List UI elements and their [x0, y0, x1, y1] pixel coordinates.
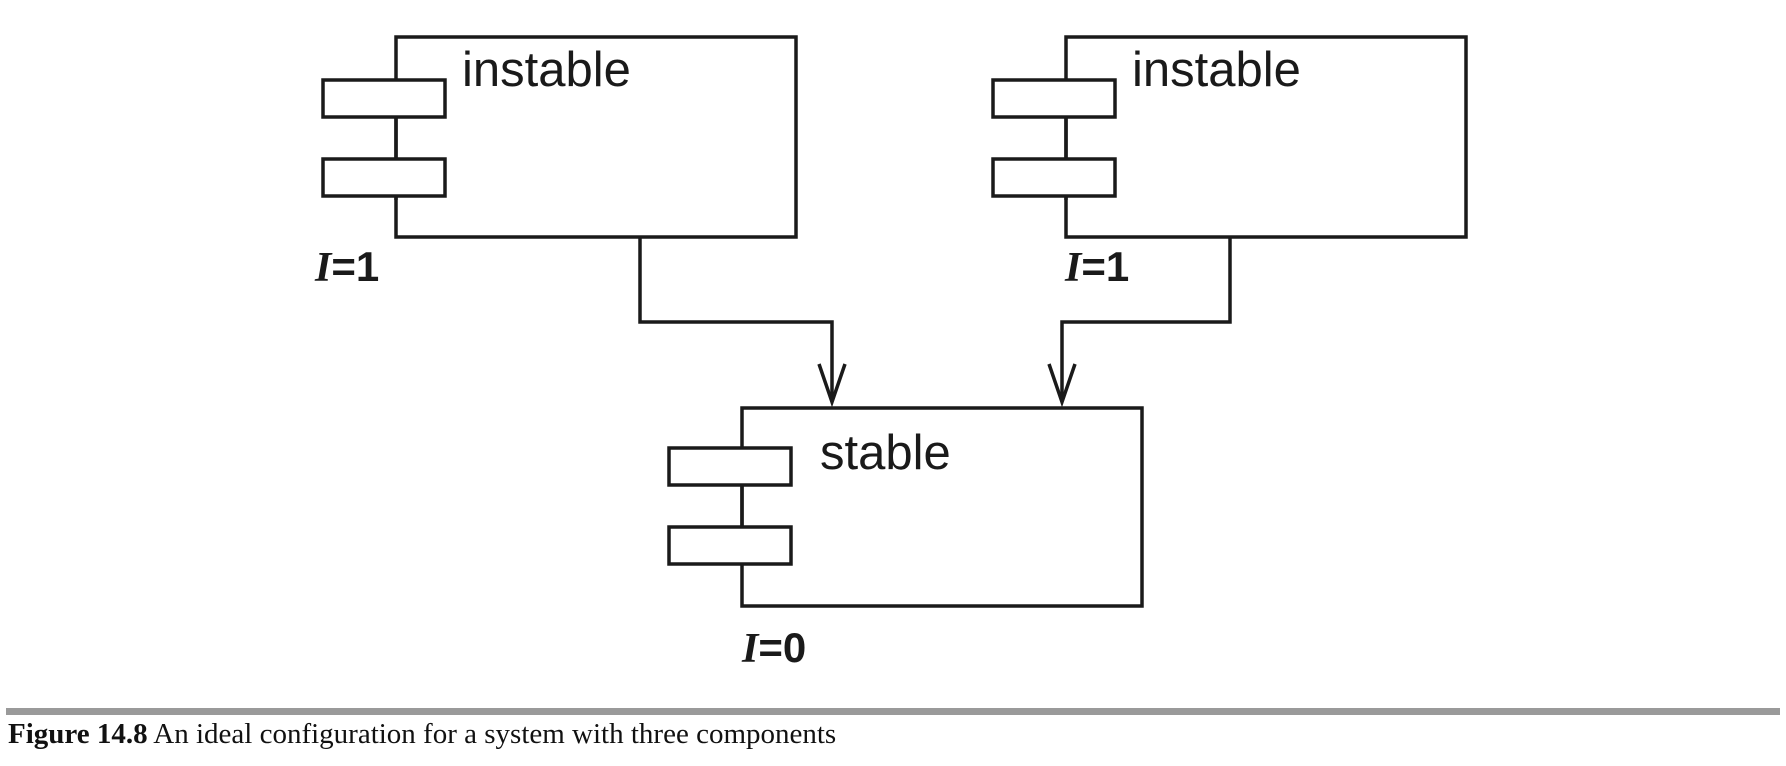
component-left-name: instable — [462, 43, 631, 97]
dependency-left-to-bottom — [638, 237, 847, 408]
component-right-instability-symbol: I — [1064, 245, 1083, 291]
figure-label: Figure 14.8 — [8, 718, 148, 750]
component-right-body — [1064, 35, 1468, 239]
component-left-body — [394, 35, 798, 239]
component-bottom-instability-value: =0 — [758, 624, 806, 671]
dependency-left-line — [638, 237, 834, 400]
component-bottom-instability: I=0 — [741, 624, 806, 672]
component-diagram: instable I=1 instable I=1 stable I=0 — [314, 35, 1468, 672]
component-bottom-instability-symbol: I — [741, 626, 760, 672]
component-right-name: instable — [1132, 43, 1301, 97]
figure-caption: Figure 14.8 An ideal configuration for a… — [8, 718, 836, 751]
figure-caption-text: An ideal configuration for a system with… — [153, 718, 837, 750]
component-left-instability-symbol: I — [314, 245, 333, 291]
component-left: instable I=1 — [314, 35, 798, 291]
component-bottom: stable I=0 — [667, 406, 1144, 672]
dependency-right-arrowhead — [1047, 363, 1077, 408]
component-bottom-body — [740, 406, 1144, 608]
component-left-port-top — [321, 78, 447, 119]
component-bottom-port-bottom — [667, 525, 793, 566]
component-right-instability-value: =1 — [1081, 243, 1129, 290]
component-right-port-bottom — [991, 157, 1117, 198]
component-bottom-port-top — [667, 446, 793, 487]
component-left-port-bottom — [321, 157, 447, 198]
component-right-instability: I=1 — [1064, 243, 1129, 291]
dependency-right-line — [1060, 237, 1232, 400]
dependency-left-arrowhead — [817, 363, 847, 408]
component-bottom-name: stable — [820, 426, 951, 480]
caption-divider — [6, 708, 1780, 715]
component-right: instable I=1 — [991, 35, 1468, 291]
component-right-port-top — [991, 78, 1117, 119]
component-left-instability-value: =1 — [331, 243, 379, 290]
component-left-instability: I=1 — [314, 243, 379, 291]
dependency-right-to-bottom — [1047, 237, 1232, 408]
